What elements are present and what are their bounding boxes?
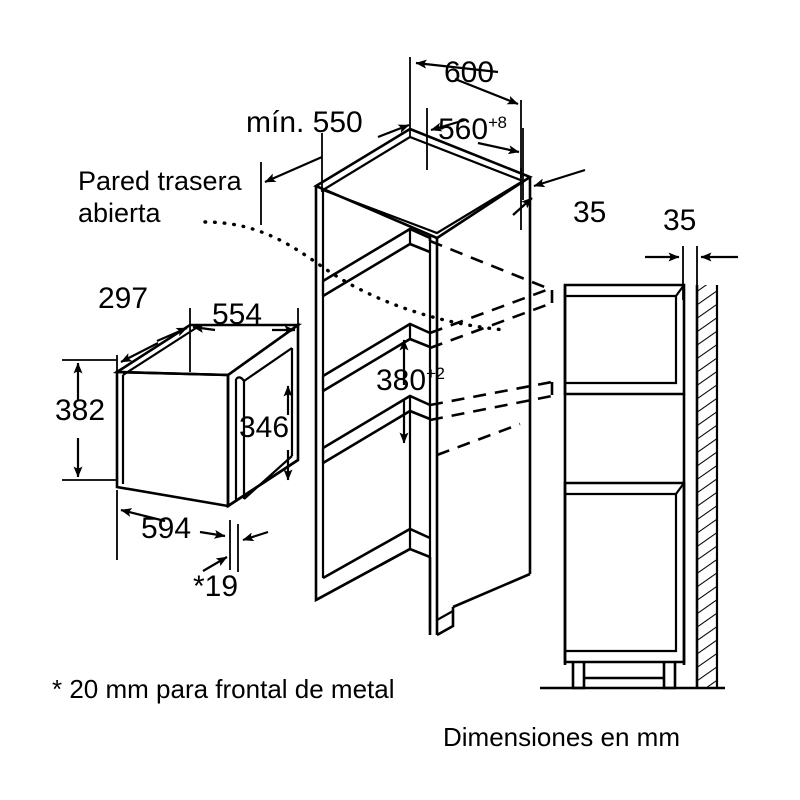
- dim-label-594: 594: [141, 512, 192, 545]
- dim-arrow-594-left: [120, 508, 166, 523]
- dim-label-380-value: 380: [376, 364, 427, 397]
- dim-arrow-35-cabinet-lower: [512, 197, 533, 216]
- niche-dashed-lower-c: [436, 422, 521, 457]
- dim-label-35-cabinet: 35: [573, 196, 607, 229]
- dim-arrow-560-left: [430, 118, 466, 132]
- dim-arrow-35-cabinet-upper: [533, 168, 586, 188]
- dim-label-560-value: 560: [438, 113, 489, 146]
- dim-label-380-tolerance: +2: [426, 364, 445, 383]
- dim-label-382: 382: [55, 394, 106, 427]
- dim-label-560-tolerance: +8: [488, 113, 507, 132]
- dim-arrow-554-left: [192, 323, 216, 333]
- dim-arrow-297-left: [120, 342, 159, 363]
- side-upper-cabinet-outline: [563, 283, 686, 396]
- dimension-lines-group: [62, 57, 738, 572]
- niche-dashed-top-right: [429, 239, 553, 292]
- cabinet-plinth-notch: [436, 607, 455, 637]
- dim-arrow-594-right: [199, 529, 226, 539]
- dim-label-19: *19: [193, 570, 239, 603]
- cabinet-plinth-notch-inner: [436, 610, 454, 621]
- dim-arrow-600-left: [415, 59, 499, 74]
- dim-arrow-19-right: [242, 530, 269, 542]
- appliance-top-bevel: [122, 327, 197, 376]
- side-lower-cabinet-inner: [565, 492, 678, 653]
- appliance-bottom-front: [227, 458, 299, 508]
- dim-arrow-297-right: [156, 326, 188, 343]
- back-wall-note-line2: abierta: [78, 197, 161, 228]
- cabinet-shelf3-top: [322, 394, 431, 450]
- side-lower-cabinet-outline: [563, 481, 686, 664]
- cabinet-isometric-view: [313, 127, 554, 637]
- dim-arrow-19-left: [202, 556, 228, 572]
- appliance-left-face: [115, 370, 230, 508]
- dim-arrow-600-right: [454, 77, 519, 106]
- dim-label-35-side: 35: [663, 204, 697, 237]
- dim-arrow-560-right: [477, 141, 520, 155]
- dim-label-346: 346: [239, 411, 290, 444]
- niche-dashed-depth-upper2: [429, 301, 553, 350]
- back-wall-note: Pared trasera abierta: [78, 166, 242, 230]
- side-leg-left: [571, 662, 586, 690]
- metal-front-footnote: * 20 mm para frontal de metal: [52, 674, 395, 704]
- side-lower-bevel-top: [675, 482, 685, 495]
- cabinet-bottom-back-edge: [452, 572, 531, 609]
- wall-hatch-fill: [697, 285, 717, 688]
- dim-arrow-550-upper: [377, 123, 410, 139]
- dim-label-min-550: mín. 550: [246, 106, 363, 139]
- dim-label-297: 297: [98, 282, 149, 315]
- dim-arrow-550-lower: [264, 155, 323, 184]
- niche-dashed-lower-b: [429, 394, 553, 422]
- niche-dashed-lower-a: [429, 380, 553, 407]
- side-upper-cabinet-inner: [565, 294, 678, 385]
- appliance-door-corner-round: [235, 376, 245, 382]
- cabinet-floor-top: [322, 527, 431, 580]
- back-wall-note-line1: Pared trasera: [78, 166, 242, 196]
- appliance-door-top-inner: [243, 347, 293, 382]
- cabinet-floor-front: [314, 547, 431, 603]
- side-leg-right: [662, 662, 677, 690]
- cabinet-shelf1-top: [322, 227, 432, 283]
- dim-label-554: 554: [212, 298, 263, 331]
- units-note: Dimensiones en mm: [443, 722, 680, 752]
- cabinet-top-face: [313, 127, 533, 240]
- appliance-door-bottom-inner: [243, 455, 293, 500]
- dim-label-600: 600: [444, 56, 495, 89]
- cabinet-plinth-top: [315, 547, 411, 602]
- dim-label-560: 560+8: [438, 113, 507, 146]
- cabinet-top-inner-edge: [320, 135, 526, 235]
- side-section-view: [540, 283, 725, 690]
- dim-label-380: 380+2: [376, 364, 445, 397]
- side-upper-bevel-top: [675, 284, 685, 297]
